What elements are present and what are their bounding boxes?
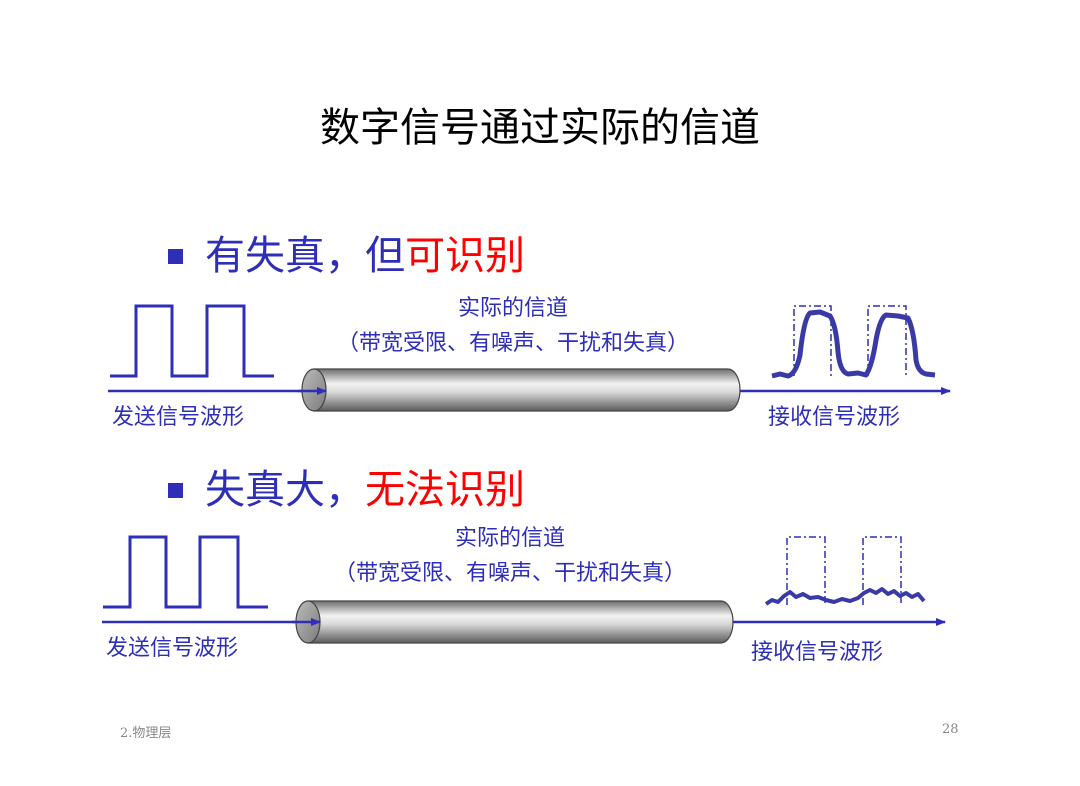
bullet-text-blue: 有失真，但 bbox=[205, 233, 405, 279]
reference-pulse-dashed bbox=[867, 305, 907, 376]
send-waveform-label: 发送信号波形 bbox=[106, 636, 239, 661]
bullet-text-red: 可识别 bbox=[405, 233, 525, 279]
footer-chapter: 2.物理层 bbox=[120, 726, 172, 741]
distorted-signal bbox=[764, 587, 926, 606]
channel-cylinder bbox=[292, 600, 734, 644]
bullet-unrecognizable: 失真大，无法识别 bbox=[168, 466, 525, 514]
page-number: 28 bbox=[942, 722, 959, 737]
channel-cylinder bbox=[298, 368, 741, 412]
channel-label: 实际的信道 bbox=[454, 526, 565, 551]
send-waveform-label: 发送信号波形 bbox=[112, 405, 245, 430]
channel-note: （带宽受限、有噪声、干扰和失真） bbox=[333, 561, 686, 586]
send-square-wave bbox=[103, 535, 268, 609]
section1-diagram bbox=[108, 304, 951, 412]
reference-pulse-dashed bbox=[793, 305, 832, 376]
distorted-signal bbox=[771, 309, 936, 379]
channel-note: （带宽受限、有噪声、干扰和失真） bbox=[336, 331, 689, 356]
bullet-square-icon bbox=[168, 248, 183, 264]
receive-waveform bbox=[771, 305, 936, 379]
receive-waveform bbox=[764, 536, 926, 606]
bullet-square-icon bbox=[168, 482, 183, 498]
slide-title: 数字信号通过实际的信道 bbox=[320, 105, 760, 151]
receive-waveform-label: 接收信号波形 bbox=[751, 640, 884, 665]
reference-pulse-dashed bbox=[862, 536, 902, 605]
bullet-recognizable: 有失真，但可识别 bbox=[168, 232, 525, 280]
receive-waveform-label: 接收信号波形 bbox=[768, 405, 901, 430]
send-square-wave bbox=[110, 304, 274, 378]
bullet-text-blue: 失真大， bbox=[205, 467, 365, 513]
bullet-text-red: 无法识别 bbox=[365, 467, 525, 513]
reference-pulse-dashed bbox=[786, 536, 826, 605]
section2-diagram bbox=[102, 535, 946, 644]
channel-label: 实际的信道 bbox=[457, 296, 568, 321]
